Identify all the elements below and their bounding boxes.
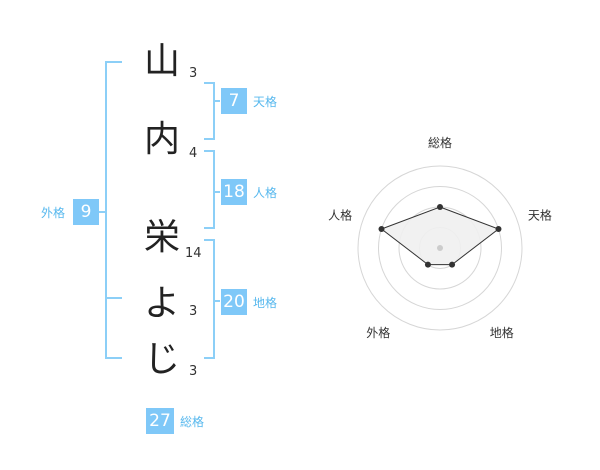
stroke-count-1: 3 xyxy=(189,66,198,81)
jinkaku-badge: 18 xyxy=(221,179,247,205)
radar-point xyxy=(424,261,431,268)
chikaku-badge: 20 xyxy=(221,289,247,315)
radar-axis-label: 総格 xyxy=(428,135,452,150)
gaikaku-badge: 9 xyxy=(73,199,99,225)
stroke-count-2: 4 xyxy=(189,146,198,161)
stroke-count-4: 3 xyxy=(189,304,198,319)
tenkaku-badge: 7 xyxy=(221,88,247,114)
radar-axis-label: 地格 xyxy=(490,325,514,340)
name-char-4: よ xyxy=(143,283,180,324)
tenkaku-label: 天格 xyxy=(253,95,278,109)
stroke-count-3: 14 xyxy=(185,246,202,261)
radar-axis-label: 天格 xyxy=(528,208,552,223)
name-char-1: 山 xyxy=(143,41,180,82)
name-char-2: 内 xyxy=(143,119,180,160)
soukaku-badge: 27 xyxy=(146,408,174,434)
radar-center xyxy=(437,245,443,251)
name-char-5: じ xyxy=(143,339,180,380)
soukaku-label: 総格 xyxy=(180,415,205,429)
radar-point xyxy=(437,204,443,210)
stroke-count-5: 3 xyxy=(189,364,198,379)
radar-point xyxy=(495,225,502,232)
radar-axis-label: 外格 xyxy=(366,325,390,340)
name-char-3: 栄 xyxy=(143,217,180,258)
radar-ring xyxy=(378,186,502,310)
radar-point xyxy=(449,261,456,268)
gaikaku-label: 外格 xyxy=(41,206,66,220)
radar-ring xyxy=(357,165,523,331)
chikaku-label: 地格 xyxy=(253,296,278,310)
jinkaku-label: 人格 xyxy=(253,186,278,200)
radar-axis-label: 人格 xyxy=(328,208,352,223)
radar-polygon xyxy=(380,206,500,266)
radar-point xyxy=(378,225,385,232)
